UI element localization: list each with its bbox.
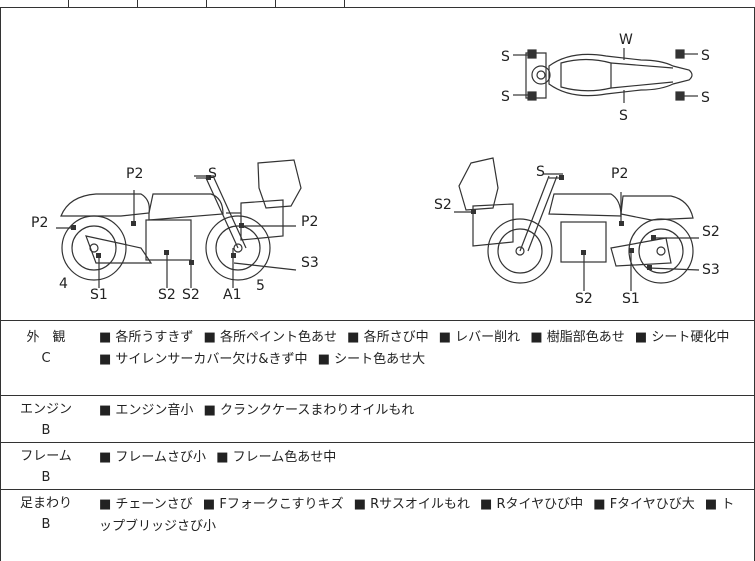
category-label: 外 観 <box>26 330 66 345</box>
condition-item: シート色あせ大 <box>318 352 425 367</box>
condition-item: レバー削れ <box>439 330 520 345</box>
label-right-s: S <box>536 164 545 180</box>
grade-label: B <box>41 423 51 438</box>
label-right-s2: S2 <box>702 224 720 240</box>
left-view-leaders <box>56 177 297 288</box>
row-category: フレーム B <box>1 446 91 488</box>
top-table-strip <box>0 0 755 8</box>
strip-cell <box>0 0 69 7</box>
row-description: チェーンさび Fフォークこすりキズ Rサスオイルもれ Rタイヤひび中 Fタイヤひ… <box>99 494 747 538</box>
label-left-a1: A1 <box>223 287 241 303</box>
label-right-s3: S3 <box>702 262 720 278</box>
row-category: 外 観 C <box>1 327 91 369</box>
category-label: 足まわり <box>19 496 72 511</box>
condition-row-frame: フレーム B フレームさび小 フレーム色あせ中 <box>0 443 755 490</box>
condition-row-suspension: 足まわり B チェーンさび Fフォークこすりキズ Rサスオイルもれ Rタイヤひび… <box>0 490 755 561</box>
label-right-p2: P2 <box>611 166 628 182</box>
grade-label: B <box>41 470 51 485</box>
condition-item: サイレンサーカバー欠け&きず中 <box>99 352 308 367</box>
category-label: エンジン <box>19 402 72 417</box>
label-left-s1: S1 <box>90 287 108 303</box>
label-left-p2: P2 <box>126 166 143 182</box>
condition-item: クランクケースまわりオイルもれ <box>204 403 415 418</box>
label-top-s: S <box>701 48 710 64</box>
grade-label: B <box>41 517 51 532</box>
label-left-p2: P2 <box>301 214 318 230</box>
label-right-s2: S2 <box>575 291 593 307</box>
condition-row-engine: エンジン B エンジン音小 クランクケースまわりオイルもれ <box>0 396 755 443</box>
row-description: フレームさび小 フレーム色あせ中 <box>99 447 747 469</box>
motorcycle-left-view <box>60 159 302 281</box>
condition-item: フレーム色あせ中 <box>216 450 336 465</box>
condition-item: シート硬化中 <box>635 330 729 345</box>
label-left-p2: P2 <box>31 215 48 231</box>
condition-item: Rタイヤひび中 <box>480 497 583 512</box>
condition-item: Rサスオイルもれ <box>354 497 470 512</box>
label-left-s: S <box>208 166 217 182</box>
right-view-leaders <box>454 177 700 291</box>
row-description: 各所うすきず 各所ペイント色あせ 各所さび中 レバー削れ 樹脂部色あせ シート硬… <box>99 327 747 371</box>
motorcycle-diagram: W S S S S S S P2 P2 P2 S3 4 S1 S2 S2 A1 … <box>31 32 720 307</box>
label-left-s2: S2 <box>158 287 176 303</box>
motorcycle-right-view <box>458 157 694 284</box>
label-top-s: S <box>501 89 510 105</box>
strip-cell <box>69 0 138 7</box>
condition-item: 樹脂部色あせ <box>530 330 624 345</box>
row-category: 足まわり B <box>1 493 91 535</box>
label-top-s: S <box>701 90 710 106</box>
motorcycle-top-view <box>513 48 698 103</box>
label-top-w: W <box>619 32 633 48</box>
strip-cell <box>138 0 207 7</box>
condition-item: Fフォークこすりキズ <box>203 497 344 512</box>
label-left-4: 4 <box>59 276 68 292</box>
condition-item: 各所ペイント色あせ <box>204 330 337 345</box>
damage-diagram-panel: W S S S S S S P2 P2 P2 S3 4 S1 S2 S2 A1 … <box>0 8 755 321</box>
condition-item: 各所さび中 <box>347 330 428 345</box>
label-right-s1: S1 <box>622 291 640 307</box>
label-left-5: 5 <box>256 278 265 294</box>
row-category: エンジン B <box>1 399 91 441</box>
label-top-s: S <box>619 108 628 124</box>
grade-label: C <box>41 351 51 366</box>
condition-item: エンジン音小 <box>99 403 193 418</box>
condition-item: Fタイヤひび大 <box>593 497 695 512</box>
condition-item: 各所うすきず <box>99 330 193 345</box>
label-left-s3: S3 <box>301 255 319 271</box>
label-top-s: S <box>501 49 510 65</box>
condition-row-exterior: 外 観 C 各所うすきず 各所ペイント色あせ 各所さび中 レバー削れ 樹脂部色あ… <box>0 321 755 396</box>
condition-item: チェーンさび <box>99 497 193 512</box>
label-left-s2: S2 <box>182 287 200 303</box>
strip-cell <box>276 0 345 7</box>
row-description: エンジン音小 クランクケースまわりオイルもれ <box>99 400 747 422</box>
strip-cell <box>207 0 276 7</box>
category-label: フレーム <box>20 449 72 464</box>
condition-item: フレームさび小 <box>99 450 206 465</box>
label-right-s2: S2 <box>434 197 452 213</box>
